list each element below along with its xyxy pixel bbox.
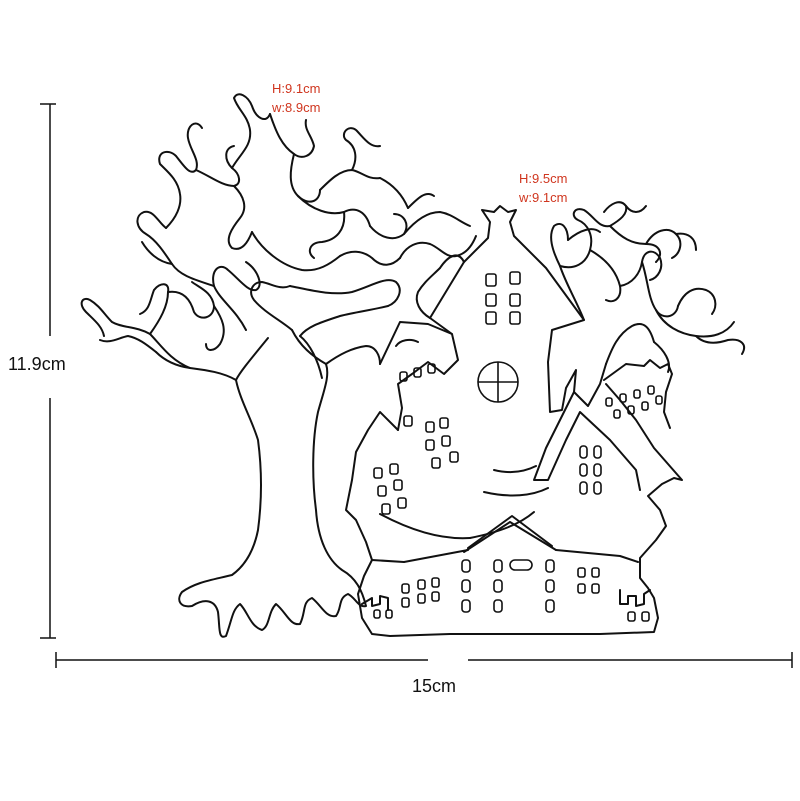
width-dimension-line [55, 652, 793, 668]
tree-dimension-annotation: H:9.1cm w:8.9cm [272, 79, 320, 117]
house-windows [373, 271, 663, 622]
house-width-label: w:9.1cm [519, 190, 568, 205]
width-dimension-label: 15cm [412, 676, 457, 696]
house-height-label: H:9.5cm [519, 171, 568, 186]
house-outline [345, 205, 683, 637]
tree-width-label: w:8.9cm [272, 100, 321, 115]
height-dimension-line [40, 103, 56, 639]
tree-height-label: H:9.1cm [272, 81, 321, 96]
tree-outline [80, 93, 477, 638]
height-dimension-label: 11.9cm [8, 354, 66, 374]
house-dimension-annotation: H:9.5cm w:9.1cm [519, 169, 567, 207]
right-tree-outline [550, 201, 746, 373]
connecting-branches [299, 254, 465, 379]
